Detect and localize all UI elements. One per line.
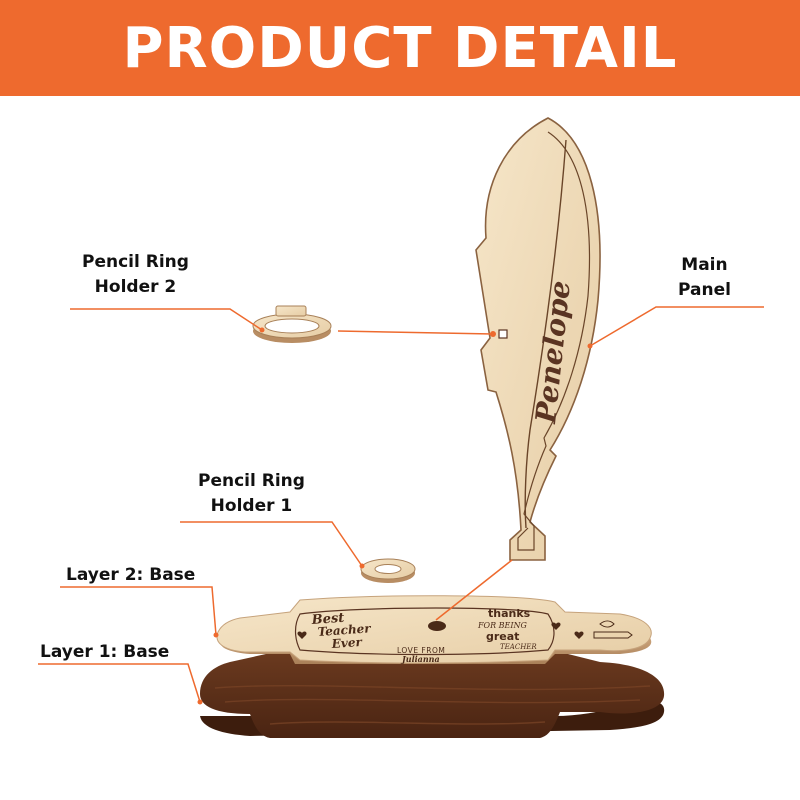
main-panel-feather — [475, 117, 601, 561]
leader-layer-1 — [38, 663, 201, 703]
layer-2-base — [216, 595, 652, 664]
label-line: Layer 2: Base — [66, 565, 196, 585]
feather-outline — [475, 117, 601, 561]
label-line: Main — [681, 255, 728, 275]
feather-slot — [498, 329, 508, 339]
leader-lines — [38, 306, 764, 703]
layer-2-slot — [428, 621, 446, 631]
label-line: Holder 1 — [210, 496, 293, 516]
engraved-great: great — [486, 630, 519, 643]
leader-end-dots — [197, 327, 593, 705]
feather-inner-outline — [517, 131, 591, 551]
pencil-ring-holder-1 — [360, 558, 416, 583]
engraved-best-teacher: Best Teacher Ever — [310, 611, 372, 651]
label-line: Pencil Ring — [198, 471, 305, 491]
engraved-love-from: LOVE FROM — [397, 646, 445, 655]
label-line: Holder 2 — [94, 277, 177, 297]
connector-ring-to-panel — [435, 559, 513, 621]
label-layer-1-base: Layer 1: Base — [40, 640, 169, 665]
page-title: PRODUCT DETAIL — [122, 15, 678, 81]
engraved-heart-icon — [297, 622, 584, 639]
layer-2-engraved-frame — [294, 607, 555, 656]
leader-layer-2 — [60, 586, 217, 636]
leader-holder-1 — [180, 521, 363, 567]
leader-holder-2 — [70, 308, 263, 331]
label-layer-2-base: Layer 2: Base — [66, 563, 195, 588]
label-line: Pencil Ring — [82, 252, 189, 272]
engraved-pencil-icon — [593, 620, 633, 639]
pencil-ring-holder-2 — [252, 305, 332, 343]
engraved-teacher-small: TEACHER — [500, 643, 537, 651]
label-pencil-ring-holder-1: Pencil Ring Holder 1 — [198, 469, 305, 519]
label-line: Layer 1: Base — [40, 642, 170, 662]
feather-quill — [524, 139, 567, 529]
layer-1-base — [200, 652, 665, 738]
label-pencil-ring-holder-2: Pencil Ring Holder 2 — [82, 250, 189, 300]
leader-main-panel — [589, 306, 764, 347]
engraved-ever: Ever — [330, 635, 364, 651]
engraved-for-being: FOR BEING — [477, 621, 528, 630]
engraved-signer: Julianna — [400, 654, 440, 664]
engraved-thanks: thanks — [488, 607, 531, 620]
engraved-best: Best — [310, 611, 345, 628]
layer-1-base-top — [200, 652, 665, 738]
layer-1-grain — [214, 684, 651, 725]
label-main-panel: Main Panel — [678, 253, 731, 303]
label-line: Panel — [678, 280, 731, 300]
title-banner: PRODUCT DETAIL — [0, 0, 800, 96]
engraved-teacher: Teacher — [317, 621, 372, 639]
connector-holder-2-to-panel — [337, 330, 494, 335]
engraved-thanks-block: thanks FOR BEING great TEACHER — [477, 607, 537, 651]
